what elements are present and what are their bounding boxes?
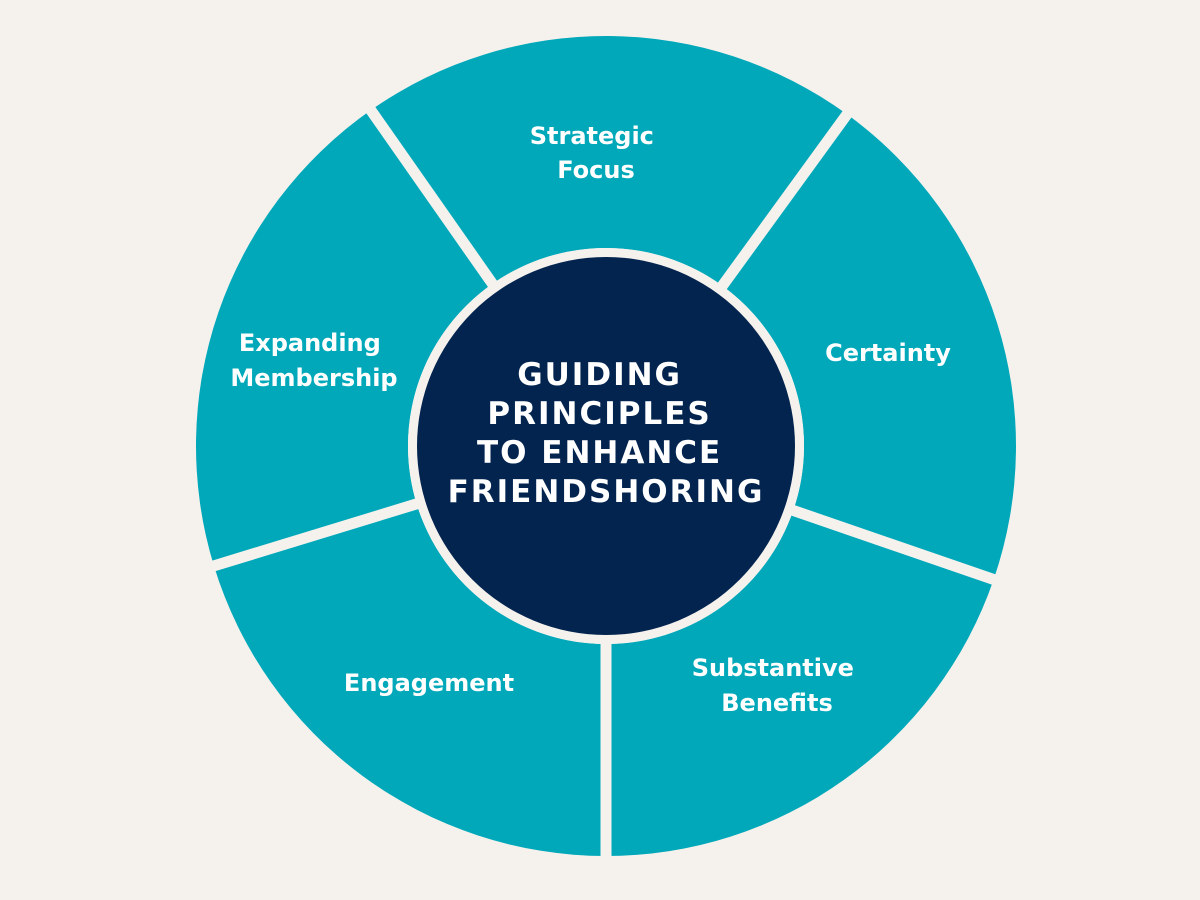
segment-label-substantive-benefits: Substantive Benefits	[692, 654, 863, 717]
segment-label-line: Expanding	[239, 329, 381, 357]
segment-label-line: Benefits	[721, 689, 832, 717]
segment-label-line: Engagement	[344, 669, 514, 697]
segment-label-strategic-focus: Strategic Focus	[530, 122, 663, 184]
segment-divider-5	[206, 497, 424, 573]
segment-divider-2	[714, 106, 855, 294]
segment-divider-3	[786, 503, 1002, 587]
segment-label-certainty: Certainty	[825, 339, 951, 367]
segments-layer	[196, 35, 1016, 856]
segment-label-expanding-membership: Expanding Membership	[230, 329, 397, 392]
segment-label-line: Focus	[557, 156, 635, 184]
center-circle	[417, 257, 795, 635]
center-title: GUIDING PRINCIPLES TO ENHANCE FRIENDSHOR…	[448, 357, 765, 510]
segment-engagement	[213, 503, 607, 856]
segment-expanding-membership	[196, 110, 493, 566]
dividers-layer	[206, 102, 1002, 862]
segment-certainty	[722, 114, 1016, 580]
center-title-line: GUIDING	[517, 357, 682, 393]
segment-label-line: Certainty	[825, 339, 951, 367]
segment-label-line: Membership	[230, 364, 397, 392]
center-title-line: PRINCIPLES	[487, 396, 711, 432]
segment-substantive-benefits	[606, 510, 994, 856]
center-title-line: TO ENHANCE	[477, 435, 722, 471]
segment-strategic-focus	[370, 35, 847, 286]
segment-divider-1	[362, 102, 500, 292]
center-title-line: FRIENDSHORING	[448, 474, 765, 510]
segment-label-line: Strategic	[530, 122, 654, 150]
segment-label-line: Substantive	[692, 654, 854, 682]
segment-label-engagement: Engagement	[344, 669, 514, 697]
